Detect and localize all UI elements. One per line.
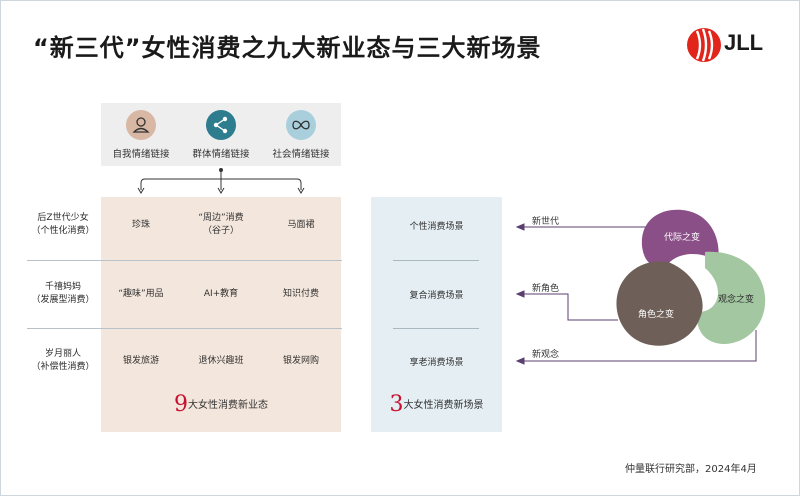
connector-new-role	[523, 293, 618, 321]
format-cell: 马面裙	[287, 220, 315, 230]
emotion-link-society: 社会情绪链接	[261, 103, 341, 166]
arrow-label: 新角色	[532, 284, 560, 294]
summary-scenes: 3大女性消费新场景	[371, 392, 502, 417]
slide-title: “新三代”女性消费之九大新业态与三大新场景	[33, 34, 542, 62]
jll-logo: JLL	[686, 24, 776, 66]
scene-label: 享老消费场景	[409, 358, 464, 368]
row-head-title: 后Z世代少女	[37, 213, 89, 223]
business-format-panel	[101, 197, 341, 432]
logo-text: JLL	[724, 30, 764, 55]
scene-label: 个性消费场景	[409, 222, 464, 232]
format-cell: “周边”消费 （谷子）	[181, 212, 261, 238]
summary-number: 9	[174, 392, 188, 417]
row-head-silver-lady: 岁月丽人 （补偿性消费）	[27, 348, 99, 374]
arrowhead	[515, 357, 525, 365]
share-icon	[206, 110, 236, 140]
format-cell: 银发网购	[282, 356, 319, 366]
scene-label: 复合消费场景	[409, 291, 464, 301]
row-head-sub: （补偿性消费）	[31, 362, 95, 372]
row-head-sub: （个性化消费）	[31, 226, 95, 236]
venn-label-role: 角色之变	[638, 310, 675, 320]
arrowhead	[515, 223, 525, 231]
arrow-label: 新世代	[532, 217, 560, 227]
summary-text: 大女性消费新场景	[403, 400, 484, 411]
format-cell: 银发旅游	[122, 356, 159, 366]
format-cell-line: “周边”消费	[198, 213, 244, 223]
arrowhead	[515, 290, 525, 298]
format-cell-line: （谷子）	[202, 226, 239, 236]
infinity-icon	[286, 110, 316, 140]
emotion-link-label: 群体情绪链接	[192, 149, 250, 160]
branch-arrows	[137, 168, 305, 194]
venn-label-concept: 观念之变	[718, 295, 755, 305]
venn-concept-shape	[697, 251, 766, 345]
format-cell: 知识付费	[282, 289, 319, 299]
summary-number: 3	[389, 392, 404, 417]
row-head-sub: （发展型消费）	[31, 295, 95, 305]
row-head-millennial-mom: 千禧妈妈 （发展型消费）	[27, 281, 99, 307]
format-cell: 退休兴趣班	[198, 356, 244, 366]
venn-generation-shape	[641, 209, 719, 266]
row-divider	[27, 328, 342, 329]
scene-divider	[393, 328, 479, 329]
row-head-title: 千禧妈妈	[44, 282, 81, 292]
emotion-link-self: 自我情绪链接	[101, 103, 181, 166]
source-footer: 仲量联行研究部，2024年4月	[625, 464, 757, 475]
row-head-title: 岁月丽人	[44, 349, 81, 359]
summary-formats: 9大女性消费新业态	[101, 392, 341, 417]
summary-text: 大女性消费新业态	[188, 400, 268, 411]
venn-role-shape	[616, 261, 703, 346]
format-cell: 珍珠	[131, 220, 150, 230]
row-divider	[27, 260, 342, 261]
format-cell: AI+教育	[203, 289, 239, 299]
emotion-link-label: 自我情绪链接	[112, 149, 170, 160]
arrow-label: 新观念	[532, 350, 560, 360]
connector-new-concept	[523, 330, 757, 362]
emotion-link-label: 社会情绪链接	[272, 149, 330, 160]
jll-logo-mark-icon	[687, 28, 721, 62]
venn-label-generation: 代际之变	[664, 233, 701, 243]
row-head-gen-z: 后Z世代少女 （个性化消费）	[27, 212, 99, 238]
emotion-link-group: 群体情绪链接	[181, 103, 261, 166]
format-cell: “趣味”用品	[118, 289, 164, 299]
person-icon	[126, 110, 156, 140]
scene-divider	[393, 260, 479, 261]
emotion-link-bar: 自我情绪链接 群体情绪链接 社会情绪链接	[101, 103, 341, 166]
scene-panel	[371, 197, 502, 432]
